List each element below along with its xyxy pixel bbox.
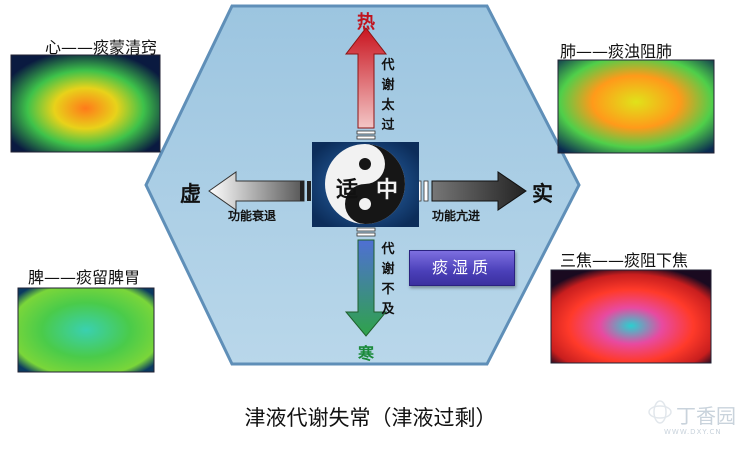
label-function-hyper: 功能亢进: [432, 209, 481, 223]
pole-cold: 寒: [358, 344, 375, 363]
thermal-image-heart: [10, 54, 161, 153]
diagram-caption: 津液代谢失常（津液过剩）: [244, 406, 497, 430]
pole-excess: 实: [532, 182, 553, 206]
watermark-logo: [648, 400, 672, 424]
down-arrow: [344, 227, 388, 337]
thermal-image-sanjiao: [550, 269, 712, 364]
label-spleen: 脾——痰留脾胃: [28, 268, 141, 287]
pole-heat: 热: [357, 12, 375, 33]
left-arrow: [208, 171, 311, 211]
watermark-url: WWW.DXY.CN: [664, 428, 722, 436]
label-function-decline: 功能衰退: [228, 209, 277, 223]
label-metabolism-insufficient: 代谢不及: [381, 242, 395, 317]
watermark-name: 丁香园: [676, 404, 736, 428]
label-heart: 心——痰蒙清窍: [45, 38, 158, 57]
label-lung: 肺——痰浊阻肺: [560, 42, 673, 61]
yin-yang-panel: [312, 142, 419, 227]
label-metabolism-excess: 代谢太过: [381, 58, 395, 133]
center-char-right: 中: [376, 178, 399, 203]
thermal-image-lung: [557, 59, 715, 154]
center-char-left: 适: [336, 178, 359, 203]
pole-deficiency: 虚: [180, 182, 201, 206]
up-arrow: [344, 27, 388, 140]
constitution-badge: 痰湿质: [409, 250, 515, 286]
label-sanjiao: 三焦——痰阻下焦: [560, 251, 689, 270]
thermal-image-spleen: [17, 287, 155, 373]
